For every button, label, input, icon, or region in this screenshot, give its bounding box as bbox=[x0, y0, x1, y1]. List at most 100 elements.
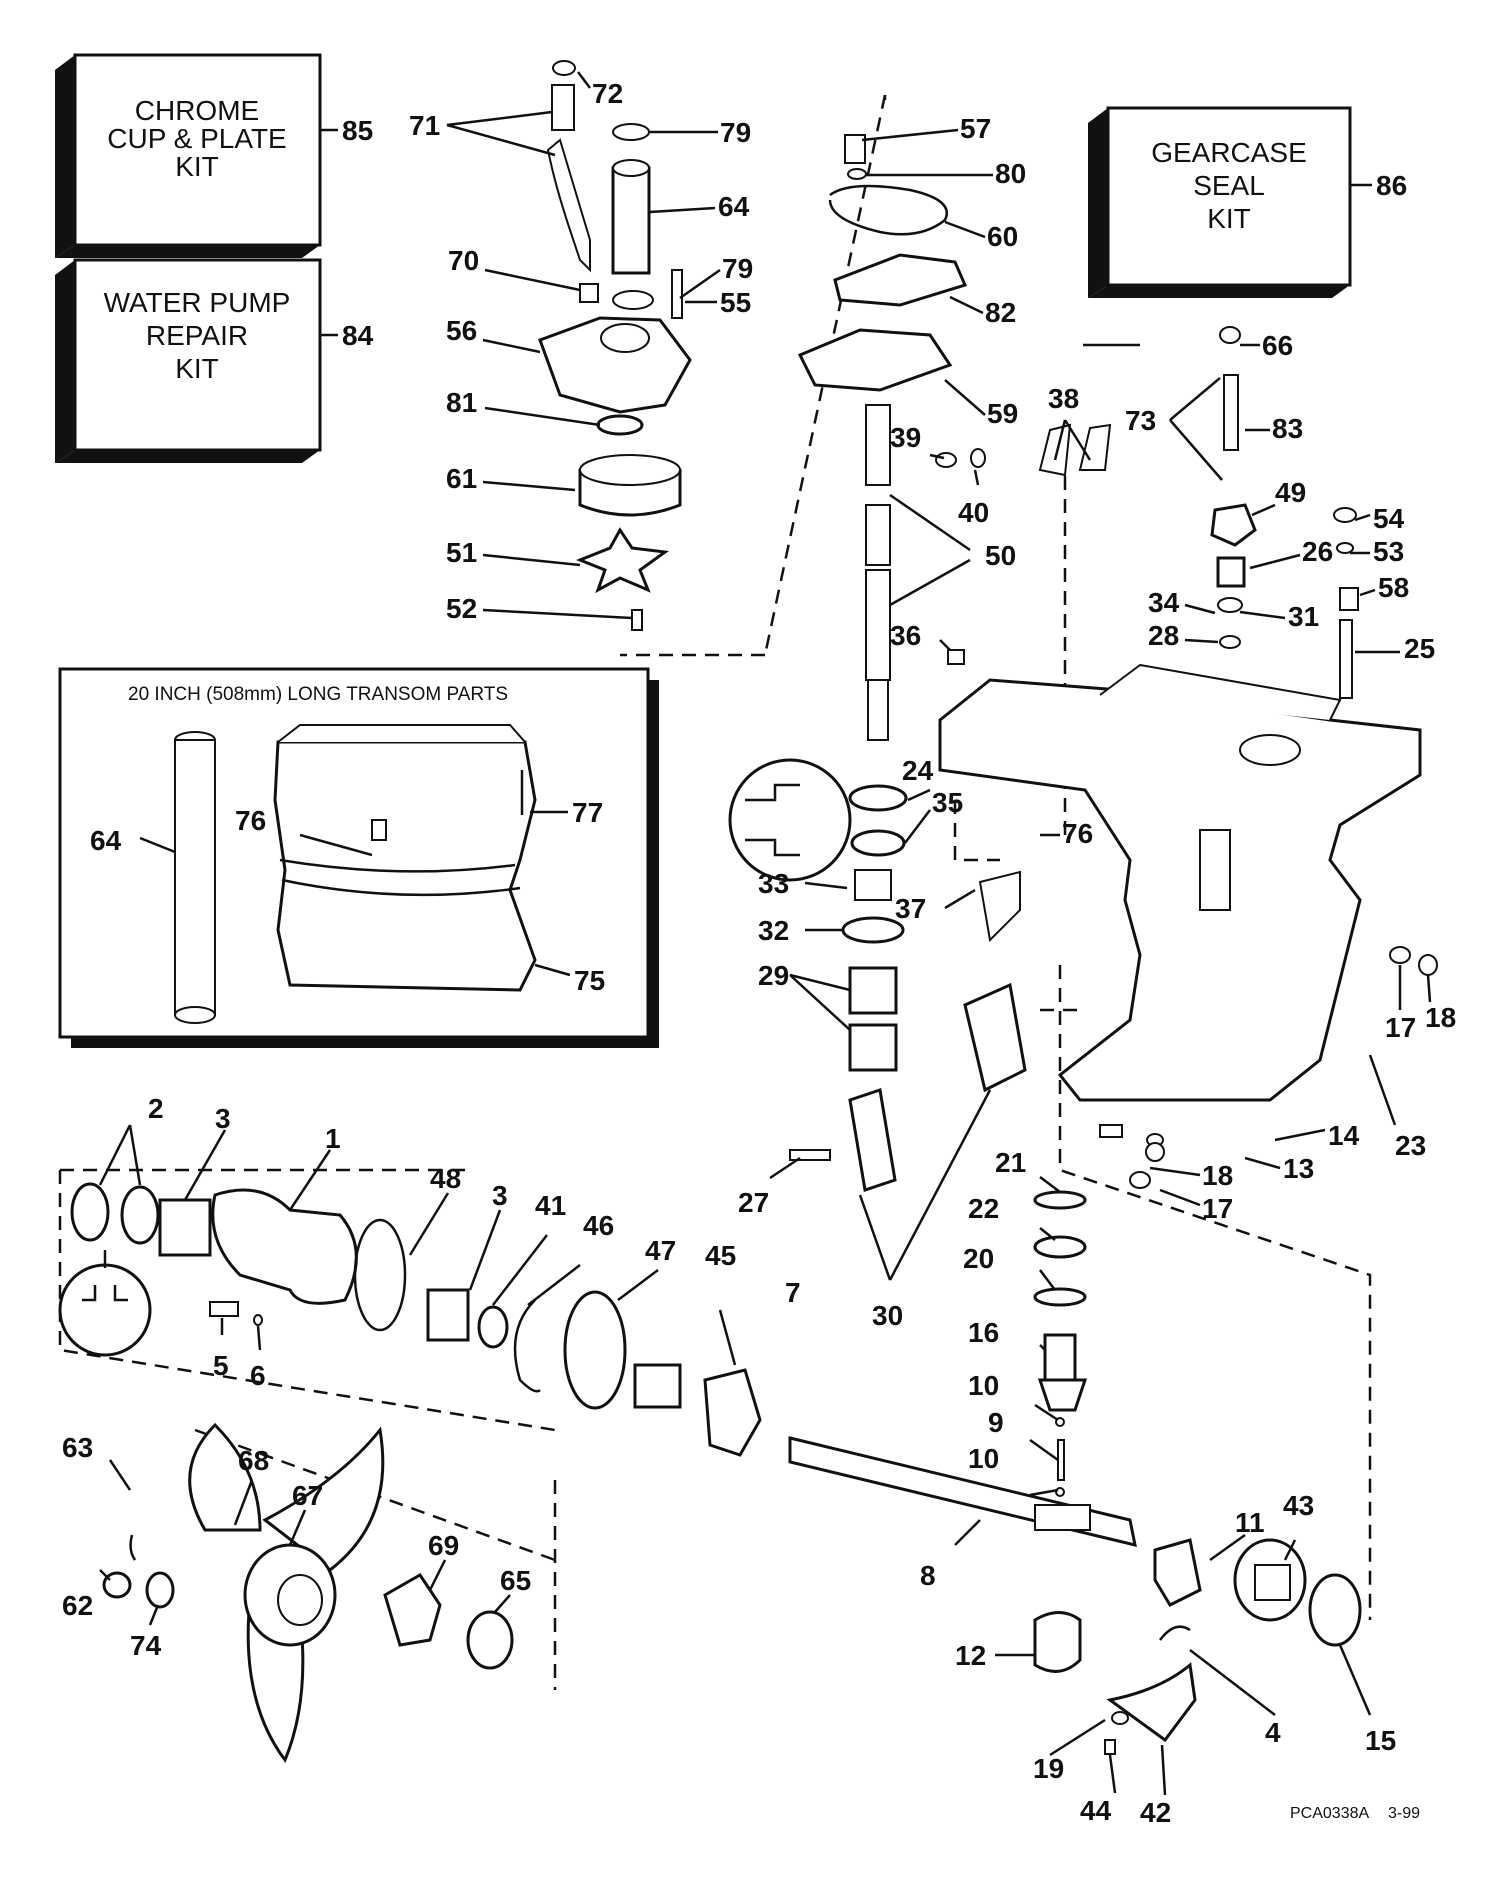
part-label: 62 bbox=[62, 1590, 93, 1621]
part-label: 43 bbox=[1283, 1490, 1314, 1521]
upper-right-parts bbox=[938, 326, 1438, 1189]
kit-number: 84 bbox=[342, 320, 374, 351]
part-label: 20 bbox=[963, 1243, 994, 1274]
kit-label-line-3: KIT bbox=[175, 353, 219, 384]
part-label: 49 bbox=[1275, 477, 1306, 508]
inset-title: 20 INCH (508mm) LONG TRANSOM PARTS bbox=[128, 684, 508, 705]
part-label: 54 bbox=[1373, 503, 1405, 534]
part-label: 64 bbox=[718, 191, 750, 222]
part-label: 47 bbox=[645, 1235, 676, 1266]
kit-box-water-pump-repair: WATER PUMP REPAIR KIT 84 bbox=[55, 258, 374, 463]
part-label: 22 bbox=[968, 1193, 999, 1224]
part-label: 42 bbox=[1140, 1797, 1171, 1828]
part-label: 74 bbox=[130, 1630, 162, 1661]
upper-left-parts bbox=[538, 60, 692, 631]
part-label: 11 bbox=[1235, 1507, 1265, 1538]
part-label: 16 bbox=[968, 1317, 999, 1348]
part-labels-lower-left: 2 3 1 48 3 41 46 47 45 7 5 6 63 68 67 69… bbox=[62, 1093, 801, 1661]
part-labels-upper-center: 57 80 60 82 59 39 40 50 36 24 35 33 37 3… bbox=[738, 113, 1026, 1331]
part-label: 79 bbox=[722, 253, 753, 284]
part-label: 61 bbox=[446, 463, 477, 494]
part-label: 35 bbox=[932, 787, 963, 818]
kit-box-chrome-cup-plate: CHROME CUP & PLATE KIT 85 bbox=[55, 53, 373, 258]
part-label: 4 bbox=[1265, 1717, 1281, 1748]
part-label: 52 bbox=[446, 593, 477, 624]
part-label: 21 bbox=[995, 1147, 1026, 1178]
diagram-code: PCA0338A bbox=[1290, 1805, 1369, 1822]
part-label: 51 bbox=[446, 537, 477, 568]
kit-label-line-1: CHROME bbox=[135, 95, 259, 126]
part-label: 19 bbox=[1033, 1753, 1064, 1784]
part-label: 33 bbox=[758, 868, 789, 899]
kit-number: 85 bbox=[342, 115, 373, 146]
part-label: 24 bbox=[902, 755, 934, 786]
part-label: 29 bbox=[758, 960, 789, 991]
part-label: 57 bbox=[960, 113, 991, 144]
part-label: 30 bbox=[872, 1300, 903, 1331]
part-label: 63 bbox=[62, 1432, 93, 1463]
part-label: 70 bbox=[448, 245, 479, 276]
part-label: 38 bbox=[1048, 383, 1079, 414]
inset-label-64: 64 bbox=[90, 825, 122, 856]
upper-center-parts bbox=[728, 134, 1027, 1192]
part-label: 55 bbox=[720, 287, 751, 318]
part-label: 81 bbox=[446, 387, 477, 418]
part-label: 53 bbox=[1373, 536, 1404, 567]
part-labels-upper-left: 72 71 79 64 79 70 55 56 81 61 51 52 bbox=[409, 78, 753, 624]
kit-box-gearcase-seal: GEARCASE SEAL KIT 86 bbox=[1088, 106, 1407, 298]
part-label: 41 bbox=[535, 1190, 566, 1221]
inset-label-75: 75 bbox=[574, 965, 605, 996]
part-label: 17 bbox=[1385, 1012, 1416, 1043]
kit-label-line-2: SEAL bbox=[1193, 170, 1265, 201]
leader-lines bbox=[98, 71, 1432, 1796]
part-label: 68 bbox=[238, 1445, 269, 1476]
inset-label-76: 76 bbox=[235, 805, 266, 836]
inset-label-77: 77 bbox=[572, 797, 603, 828]
part-label: 18 bbox=[1202, 1160, 1233, 1191]
part-label: 8 bbox=[920, 1560, 936, 1591]
part-label: 26 bbox=[1302, 536, 1333, 567]
part-label: 44 bbox=[1080, 1795, 1112, 1826]
part-label: 12 bbox=[955, 1640, 986, 1671]
part-label: 17 bbox=[1202, 1193, 1233, 1224]
part-label: 36 bbox=[890, 620, 921, 651]
part-label: 5 bbox=[213, 1350, 229, 1381]
part-label: 3 bbox=[492, 1180, 508, 1211]
part-label: 1 bbox=[325, 1123, 341, 1154]
part-label: 39 bbox=[890, 422, 921, 453]
part-label: 25 bbox=[1404, 633, 1435, 664]
kit-label-line-3: KIT bbox=[1207, 203, 1251, 234]
part-label: 45 bbox=[705, 1240, 736, 1271]
part-label: 66 bbox=[1262, 330, 1293, 361]
part-label: 67 bbox=[292, 1480, 323, 1511]
lower-right-parts bbox=[788, 1190, 1362, 1755]
part-label: 10 bbox=[968, 1370, 999, 1401]
part-label: 76 bbox=[1062, 818, 1093, 849]
part-label: 7 bbox=[785, 1277, 801, 1308]
part-label: 69 bbox=[428, 1530, 459, 1561]
kit-label-line-2: CUP & PLATE bbox=[107, 123, 286, 154]
part-label: 40 bbox=[958, 497, 989, 528]
part-label: 3 bbox=[215, 1103, 231, 1134]
part-label: 65 bbox=[500, 1565, 531, 1596]
part-label: 13 bbox=[1283, 1153, 1314, 1184]
kit-label-line-2: REPAIR bbox=[146, 320, 248, 351]
part-label: 79 bbox=[720, 117, 751, 148]
kit-label-line-1: GEARCASE bbox=[1151, 137, 1307, 168]
part-label: 60 bbox=[987, 221, 1018, 252]
part-label: 32 bbox=[758, 915, 789, 946]
part-label: 48 bbox=[430, 1163, 461, 1194]
part-label: 83 bbox=[1272, 413, 1303, 444]
part-label: 73 bbox=[1125, 405, 1156, 436]
kit-label-line-1: WATER PUMP bbox=[104, 287, 291, 318]
part-label: 23 bbox=[1395, 1130, 1426, 1161]
lower-left-parts bbox=[58, 1182, 762, 1764]
part-label: 28 bbox=[1148, 620, 1179, 651]
part-label: 2 bbox=[148, 1093, 164, 1124]
part-label: 82 bbox=[985, 297, 1016, 328]
part-label: 71 bbox=[409, 110, 440, 141]
diagram-date: 3-99 bbox=[1388, 1805, 1420, 1822]
part-label: 15 bbox=[1365, 1725, 1396, 1756]
part-label: 31 bbox=[1288, 601, 1319, 632]
